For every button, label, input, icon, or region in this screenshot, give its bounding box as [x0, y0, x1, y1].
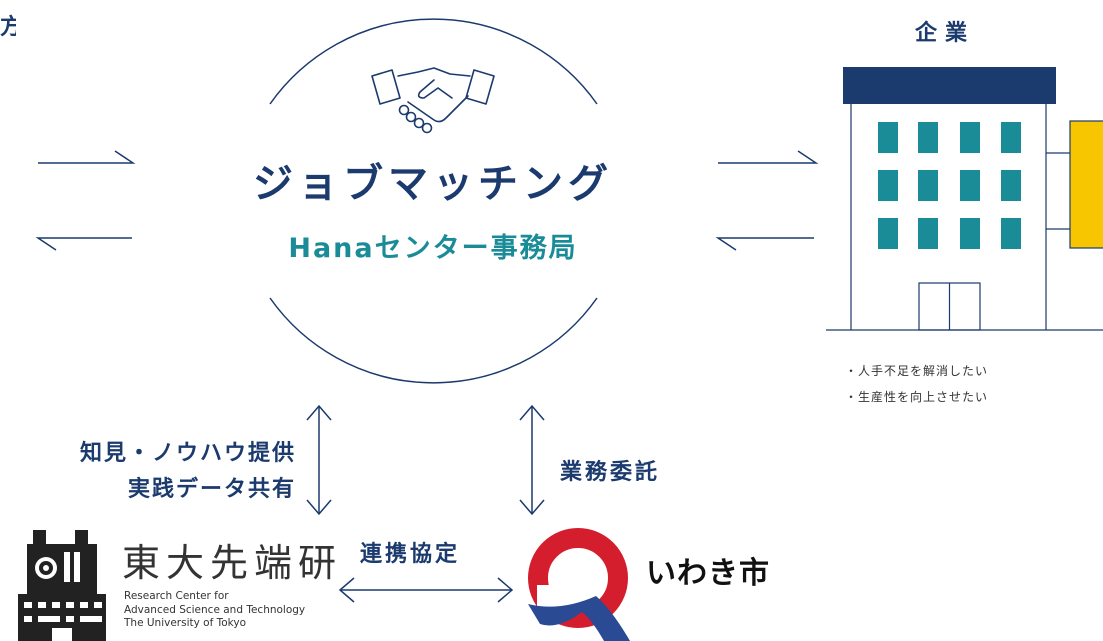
right-exchange-arrows	[715, 150, 819, 251]
rcast-subtitle: Research Center for Advanced Science and…	[124, 590, 305, 631]
handshake-icon	[371, 67, 495, 134]
rcast-subtitle-line: Advanced Science and Technology	[124, 603, 306, 616]
company-need-item: ・生産性を向上させたい	[845, 390, 989, 404]
circle-arc-bottom	[269, 297, 598, 384]
iwaki-city-name: いわき市	[646, 556, 770, 591]
left-exchange-arrows	[35, 150, 136, 251]
renkei-double-arrow	[338, 577, 514, 603]
rcast-name: 東大先端研	[122, 541, 343, 585]
knowhow-double-arrow	[306, 404, 332, 516]
renkei-kyotei-label: 連携協定	[360, 542, 461, 567]
knowhow-line: 実践データ共有	[127, 477, 296, 502]
rcast-tower-logo	[18, 530, 106, 641]
knowhow-label: 知見・ノウハウ提供 実践データ共有	[20, 436, 296, 508]
company-needs-list: ・人手不足を解消したい ・生産性を向上させたい	[845, 358, 988, 410]
matching-title: ジョブマッチング	[253, 161, 613, 207]
hana-center-subtitle: Hanaセンター事務局	[288, 233, 578, 264]
iwaki-emblem	[528, 528, 630, 641]
gyomu-itaku-label: 業務委託	[560, 460, 661, 485]
edge-label-fragment: 方	[0, 15, 16, 40]
company-need-item: ・人手不足を解消したい	[845, 364, 989, 378]
company-title: 企業	[914, 21, 975, 46]
knowhow-line: 知見・ノウハウ提供	[79, 441, 296, 466]
rcast-subtitle-line: Research Center for	[124, 590, 229, 602]
building-icon	[826, 67, 1103, 331]
circle-arc-top	[269, 18, 598, 105]
gyomu-double-arrow	[519, 404, 545, 516]
rcast-subtitle-line: The University of Tokyo	[124, 617, 247, 629]
